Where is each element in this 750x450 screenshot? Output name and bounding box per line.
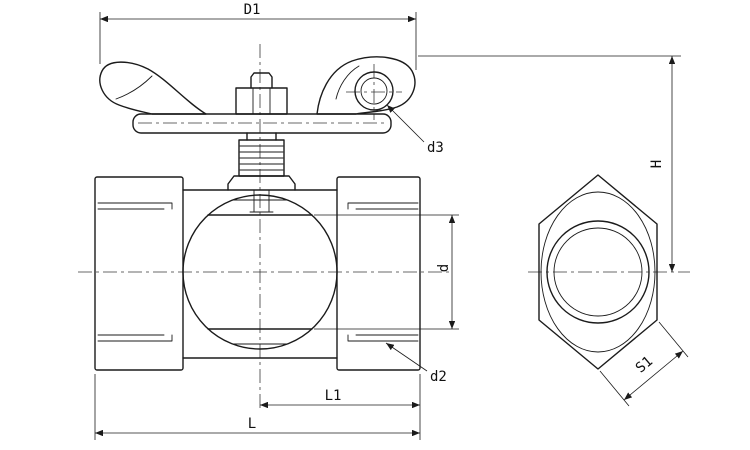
stem-into-ball xyxy=(249,189,274,213)
handle-left-wing xyxy=(99,61,207,115)
dimension-l1-label: L1 xyxy=(325,388,342,404)
dimension-d1-label: D1 xyxy=(244,2,261,18)
front-view xyxy=(94,56,421,371)
dimension-h: H xyxy=(418,55,681,272)
thread-circle xyxy=(553,227,643,317)
dimension-d2-label: d2 xyxy=(430,369,447,385)
ball xyxy=(182,194,338,350)
dimension-h-label: H xyxy=(649,160,665,168)
handle-hole-outer xyxy=(354,71,394,111)
handle-bar xyxy=(132,113,392,134)
hex-nut-facets xyxy=(252,87,271,115)
stem-thread-lines xyxy=(239,145,284,171)
left-port-thread-lines xyxy=(97,202,173,342)
dimension-d2: d2 xyxy=(385,342,447,385)
centerlines xyxy=(78,44,690,412)
ball-pocket-lines xyxy=(232,199,288,345)
dimension-d2-leader xyxy=(385,342,428,372)
dimension-l1: L1 xyxy=(260,374,421,440)
handle-right-wing xyxy=(316,56,416,115)
dimension-s1-line xyxy=(623,350,684,401)
stem-neck xyxy=(246,132,277,141)
stem-assembly xyxy=(227,72,296,213)
hex-chamfer-curve xyxy=(540,191,656,353)
dimension-d-extension-lines xyxy=(314,214,459,330)
dimensions: D1 d3 H d d2 S1 L1 xyxy=(94,2,689,440)
dimension-d3-label: d3 xyxy=(427,140,444,156)
dimension-l-label: L xyxy=(248,416,256,432)
dimension-l: L xyxy=(94,374,420,440)
dimension-d: d xyxy=(314,214,459,330)
ball-bore-lines xyxy=(207,214,313,330)
dimension-d3: d3 xyxy=(386,104,444,156)
stem-hex-nut xyxy=(235,87,288,115)
wing-handle xyxy=(99,56,416,134)
dimension-s1-label: S1 xyxy=(633,353,656,376)
stem-stud xyxy=(250,72,273,89)
end-view xyxy=(538,174,658,370)
dimension-d1: D1 xyxy=(99,2,417,70)
dimension-d3-leader xyxy=(386,104,425,143)
hex-outline xyxy=(538,174,658,370)
dimension-d1-extension-lines xyxy=(99,12,417,70)
handle-right-wing-contour xyxy=(335,65,360,100)
dimension-s1: S1 xyxy=(599,321,689,407)
valve-body xyxy=(94,176,421,371)
gland-nut xyxy=(227,175,296,191)
dimension-d-label: d xyxy=(436,264,452,272)
handle-hole-inner xyxy=(360,77,388,105)
handle-left-wing-contour xyxy=(115,75,153,100)
center-body-edges xyxy=(182,189,338,359)
right-port-thread-lines xyxy=(347,202,419,342)
bore-circle xyxy=(546,220,650,324)
